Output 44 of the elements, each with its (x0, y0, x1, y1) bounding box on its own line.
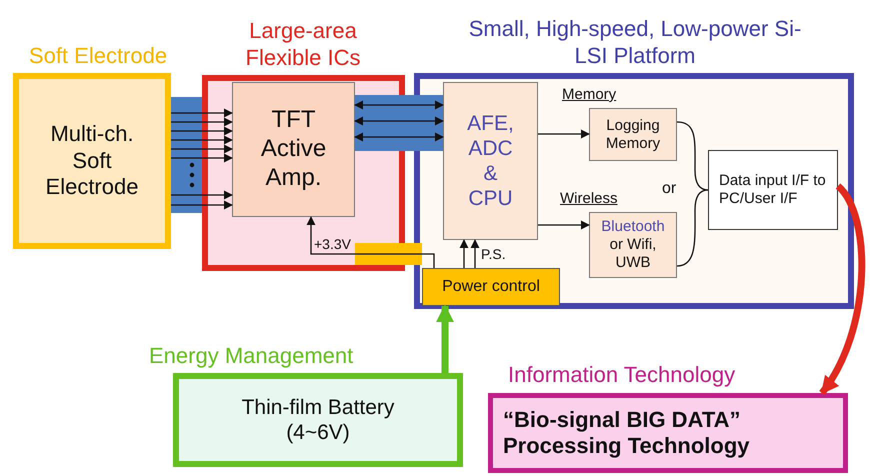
arrow (460, 239, 468, 268)
arrow (171, 136, 233, 144)
edge-label: +3.3V (314, 236, 351, 252)
arrow (306, 216, 435, 268)
box-text: Multi-ch. Soft Electrode (44, 121, 140, 201)
arrow (354, 132, 444, 142)
arrow (171, 118, 233, 126)
arrow (171, 154, 233, 162)
arrow (354, 100, 444, 110)
box-text: AFE, ADC & CPU (466, 110, 515, 212)
arrow (171, 108, 233, 118)
arrow (171, 126, 233, 136)
group-heading: Small, High-speed, Low-power Si-LSI Platform (468, 16, 802, 69)
arrow (171, 190, 233, 200)
arrow (538, 130, 590, 138)
box-text: Power control (442, 277, 540, 297)
box-text: TFT Active Amp. (260, 106, 328, 193)
box-text: Bluetooth (601, 218, 665, 236)
process-box (708, 150, 838, 230)
section-label: Wireless (560, 190, 618, 207)
arrow (470, 239, 480, 268)
process-box (232, 82, 355, 217)
box-text: Thin-film Battery (4~6V) (240, 394, 396, 446)
process-box (422, 268, 560, 306)
box-text: Logging Memory (604, 116, 662, 152)
group-heading: Energy Management (149, 342, 354, 369)
group-heading: Large-area Flexible ICs (244, 18, 362, 71)
edge-label: P.S. (481, 246, 506, 262)
box-text: or Wifi, UWB (608, 236, 658, 272)
section-label: Memory (562, 86, 616, 103)
arrow (819, 184, 866, 395)
group-heading: Soft Electrode (28, 42, 168, 69)
brace-connector (676, 189, 708, 267)
arrow (171, 200, 233, 210)
note-text: or (662, 180, 676, 198)
arrow (538, 220, 590, 230)
group-heading: Information Technology (508, 362, 736, 388)
arrow (171, 144, 233, 154)
arrow (436, 304, 454, 373)
box-text: “Bio-signal BIG DATA” Processing Technology (503, 406, 751, 460)
brace-connector (676, 121, 708, 191)
box-text: Data input I/F to PC/User I/F (719, 172, 827, 208)
process-box (443, 82, 538, 240)
arrow (354, 116, 444, 126)
